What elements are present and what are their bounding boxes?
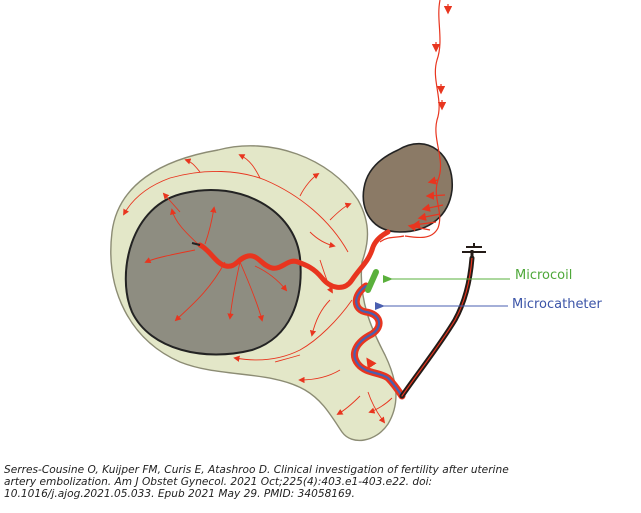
feeding-artery (197, 242, 375, 290)
flow-arrow (366, 357, 377, 370)
citation-line-3: 10.1016/j.ajog.2021.05.033. Epub 2021 Ma… (4, 488, 355, 500)
citation: Serres-Cousine O, Kuijper FM, Curis E, A… (4, 464, 636, 500)
embolization-diagram (110, 0, 510, 442)
microcoil-mark (365, 269, 379, 293)
microcoil-label: Microcoil (515, 268, 573, 283)
citation-line-2: artery embolization. Am J Obstet Gynecol… (4, 476, 433, 488)
uterine-artery (351, 282, 406, 400)
arterial-branches (123, 154, 393, 424)
guiding-catheter (399, 243, 486, 399)
microcatheter-line (353, 284, 404, 398)
ovary-shape (362, 143, 453, 233)
myoma-shape (124, 188, 302, 356)
citation-line-1: Serres-Cousine O, Kuijper FM, Curis E, A… (4, 464, 509, 476)
ovarian-artery (379, 0, 453, 243)
microcatheter-label: Microcatheter (512, 297, 602, 312)
